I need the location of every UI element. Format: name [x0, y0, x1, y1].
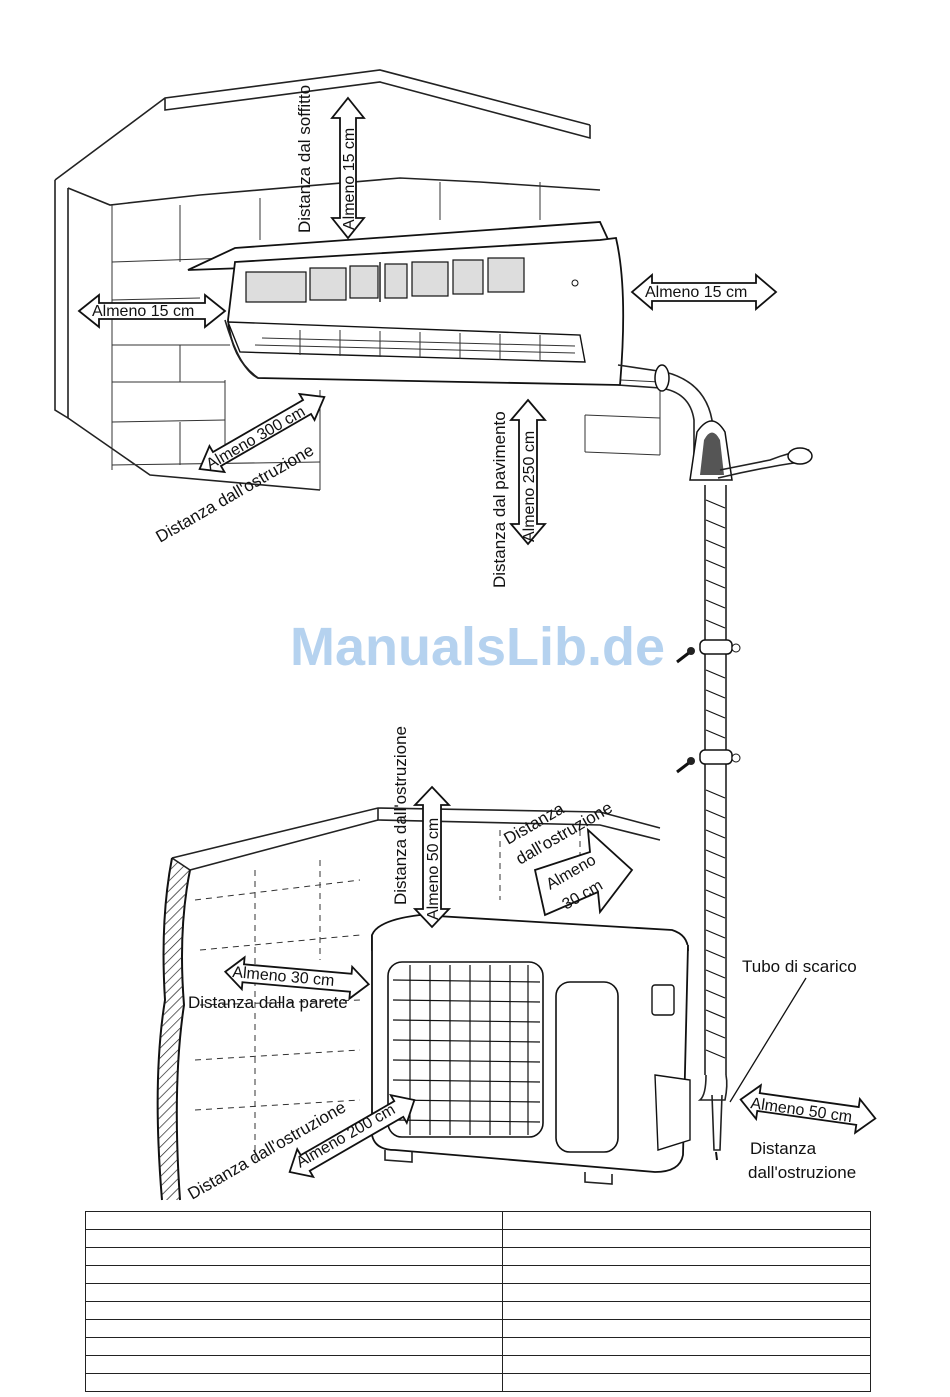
indoor-left-arrow-text: Almeno 15 cm — [92, 303, 194, 320]
table-cell — [502, 1319, 871, 1338]
table-cell — [502, 1355, 871, 1374]
table-cell — [84, 1283, 504, 1302]
table-row — [84, 1355, 871, 1374]
outdoor-unit — [371, 914, 691, 1185]
outdoor-top-arrow-text: Almeno 50 cm — [425, 818, 442, 920]
arrow-outdoor-left — [223, 955, 371, 1001]
table-cell — [84, 1211, 504, 1230]
indoor-room — [54, 69, 661, 491]
table-cell — [84, 1355, 504, 1374]
spec-table — [84, 1211, 871, 1392]
table-row — [84, 1211, 871, 1230]
indoor-unit — [187, 221, 625, 386]
table-row — [84, 1265, 871, 1284]
table-cell — [84, 1229, 504, 1248]
arrow-floor — [509, 398, 547, 546]
outdoor-wall — [156, 807, 661, 1201]
table-cell — [502, 1211, 871, 1230]
arrow-indoor-right — [630, 273, 778, 311]
outdoor-top-label: Distanza dall'ostruzione — [391, 726, 410, 905]
drain-pointer — [729, 977, 807, 1103]
drain-label: Tubo di scarico — [742, 957, 857, 976]
arrow-indoor-left — [77, 293, 227, 329]
table-cell — [84, 1247, 504, 1266]
spec-table-body — [84, 1211, 871, 1392]
table-cell — [502, 1337, 871, 1356]
screw-icon — [676, 647, 695, 774]
table-cell — [502, 1301, 871, 1320]
arrow-indoor-top — [330, 96, 366, 240]
table-cell — [502, 1265, 871, 1284]
outdoor-right-label-1: Distanza — [750, 1139, 817, 1158]
table-row — [84, 1337, 871, 1356]
pipe-assembly — [617, 364, 813, 1161]
table-cell — [84, 1373, 504, 1392]
table-cell — [84, 1337, 504, 1356]
table-cell — [502, 1229, 871, 1248]
floor-label: Distanza dal pavimento — [490, 411, 509, 588]
outdoor-right-label-2: dall'ostruzione — [748, 1163, 856, 1182]
table-row — [84, 1373, 871, 1392]
table-row — [84, 1247, 871, 1266]
arrow-outdoor-rear — [533, 827, 634, 917]
table-row — [84, 1283, 871, 1302]
table-cell — [502, 1373, 871, 1392]
table-cell — [502, 1247, 871, 1266]
arrow-outdoor-top — [412, 785, 452, 929]
table-cell — [84, 1301, 504, 1320]
indoor-top-label: Distanza dal soffitto — [295, 85, 314, 233]
table-cell — [84, 1265, 504, 1284]
table-cell — [84, 1319, 504, 1338]
indoor-right-arrow-text: Almeno 15 cm — [645, 284, 747, 301]
outdoor-left-label: Distanza dalla parete — [188, 993, 348, 1012]
indoor-top-arrow-text: Almeno 15 cm — [341, 128, 358, 230]
table-cell — [502, 1283, 871, 1302]
arrow-outdoor-right — [739, 1083, 877, 1135]
floor-arrow-text: Almeno 250 cm — [521, 431, 538, 542]
arrow-outdoor-front — [288, 1093, 416, 1179]
table-row — [84, 1229, 871, 1248]
table-row — [84, 1301, 871, 1320]
table-row — [84, 1319, 871, 1338]
arrow-indoor-front — [198, 392, 326, 474]
watermark: ManualsLib.de — [290, 617, 665, 677]
